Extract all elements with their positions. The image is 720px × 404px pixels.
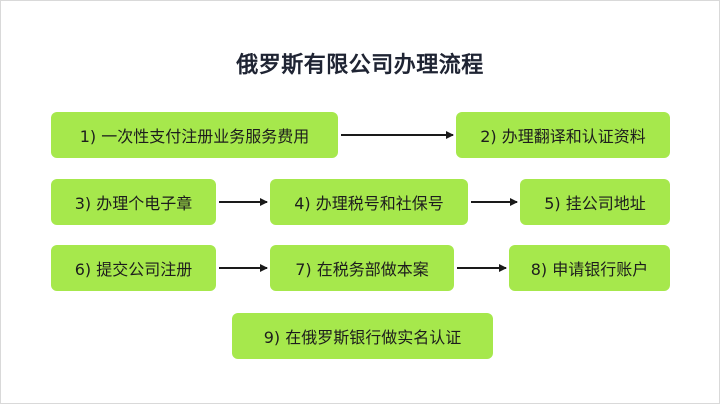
step-1-box: 1) 一次性支付注册业务服务费用	[51, 112, 338, 158]
step-2-box: 2) 办理翻译和认证资料	[456, 112, 670, 158]
step-8-box: 8) 申请银行账户	[509, 245, 670, 291]
step-5-box: 5) 挂公司地址	[520, 179, 670, 225]
step-4-box: 4) 办理税号和社保号	[270, 179, 468, 225]
step-3-box: 3) 办理个电子章	[51, 179, 216, 225]
step-6-box: 6) 提交公司注册	[51, 245, 216, 291]
diagram-title: 俄罗斯有限公司办理流程	[236, 53, 484, 78]
step-9-box: 9) 在俄罗斯银行做实名认证	[232, 313, 493, 359]
step-7-box: 7) 在税务部做本案	[270, 245, 454, 291]
